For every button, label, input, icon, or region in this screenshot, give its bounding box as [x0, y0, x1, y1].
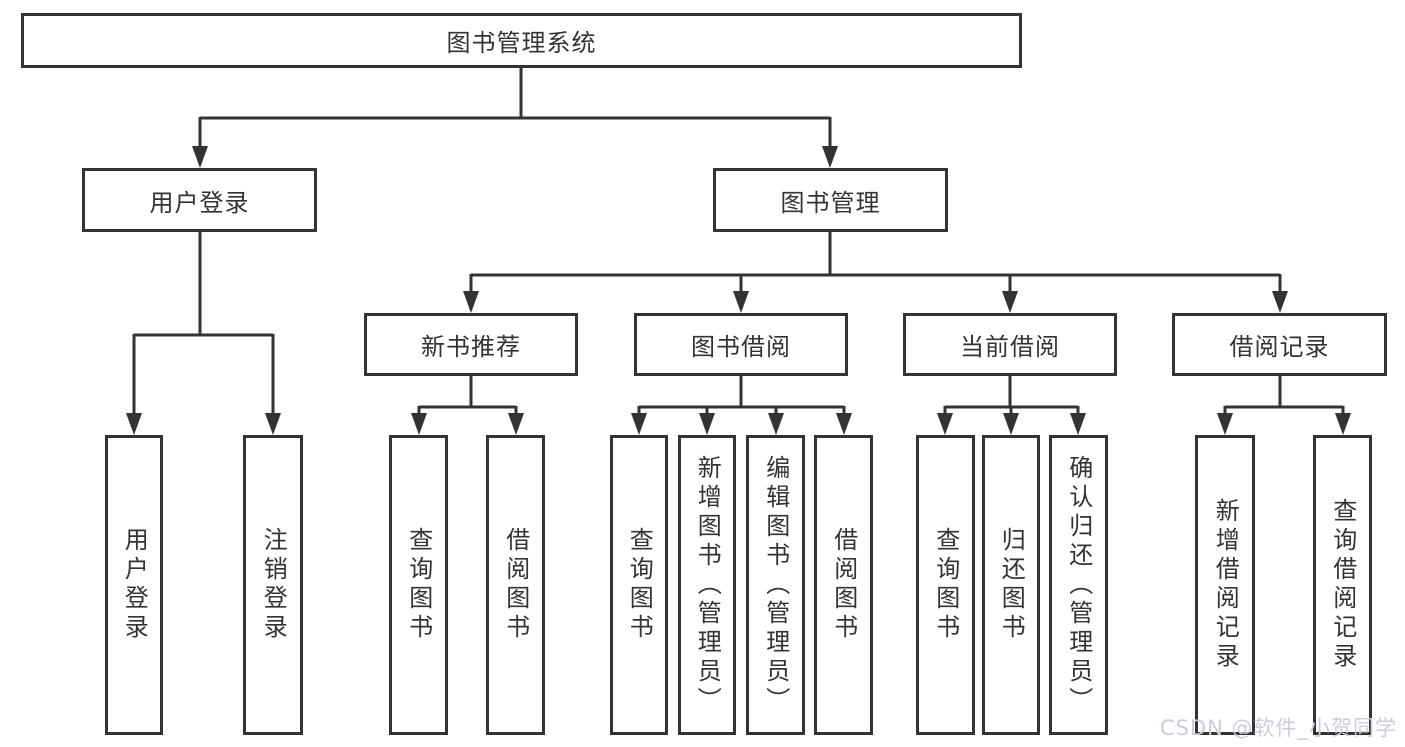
leaf-recommend-borrow-books-label: 借阅图书: [501, 527, 530, 643]
leaf-borrow-query-books-label: 查询图书: [625, 527, 654, 643]
leaf-borrow-query-books: 查询图书: [610, 435, 668, 735]
leaf-logout: 注销登录: [243, 435, 303, 735]
leaf-records-query-record: 查询借阅记录: [1313, 435, 1372, 735]
leaf-user-login: 用户登录: [105, 435, 163, 735]
leaf-logout-label: 注销登录: [259, 527, 288, 643]
leaf-current-return-books-label: 归还图书: [997, 527, 1026, 643]
leaf-borrow-add-books-admin-label: 新增图书（管理员）: [693, 454, 722, 716]
node-book-management: 图书管理: [713, 168, 948, 232]
leaf-borrow-edit-books-admin-label: 编辑图书（管理员）: [761, 454, 790, 716]
node-user-login: 用户登录: [82, 168, 317, 232]
leaf-current-confirm-return-admin-label: 确认归还（管理员）: [1064, 454, 1093, 716]
leaf-current-query-books-label: 查询图书: [931, 527, 960, 643]
leaf-borrow-add-books-admin: 新增图书（管理员）: [678, 435, 736, 735]
csdn-watermark: CSDN @软件_小贺同学: [1159, 716, 1397, 740]
node-borrowing-records: 借阅记录: [1172, 313, 1387, 376]
leaf-recommend-borrow-books: 借阅图书: [486, 435, 545, 735]
leaf-borrow-borrow-books-label: 借阅图书: [829, 527, 858, 643]
leaf-borrow-edit-books-admin: 编辑图书（管理员）: [746, 435, 805, 735]
leaf-current-return-books: 归还图书: [982, 435, 1040, 735]
leaf-records-add-record-label: 新增借阅记录: [1211, 498, 1240, 672]
leaf-records-add-record: 新增借阅记录: [1195, 435, 1255, 735]
leaf-current-query-books: 查询图书: [916, 435, 975, 735]
node-library-management-system: 图书管理系统: [21, 13, 1022, 68]
leaf-borrow-borrow-books: 借阅图书: [814, 435, 873, 735]
leaf-user-login-label: 用户登录: [120, 527, 149, 643]
leaf-recommend-query-books: 查询图书: [389, 435, 448, 735]
node-new-book-recommendation: 新书推荐: [364, 313, 578, 376]
node-current-borrowing: 当前借阅: [903, 313, 1117, 376]
leaf-records-query-record-label: 查询借阅记录: [1328, 498, 1357, 672]
node-book-borrowing: 图书借阅: [634, 313, 848, 376]
arrowheads: [126, 146, 1351, 435]
leaf-current-confirm-return-admin: 确认归还（管理员）: [1049, 435, 1108, 735]
leaf-recommend-query-books-label: 查询图书: [404, 527, 433, 643]
